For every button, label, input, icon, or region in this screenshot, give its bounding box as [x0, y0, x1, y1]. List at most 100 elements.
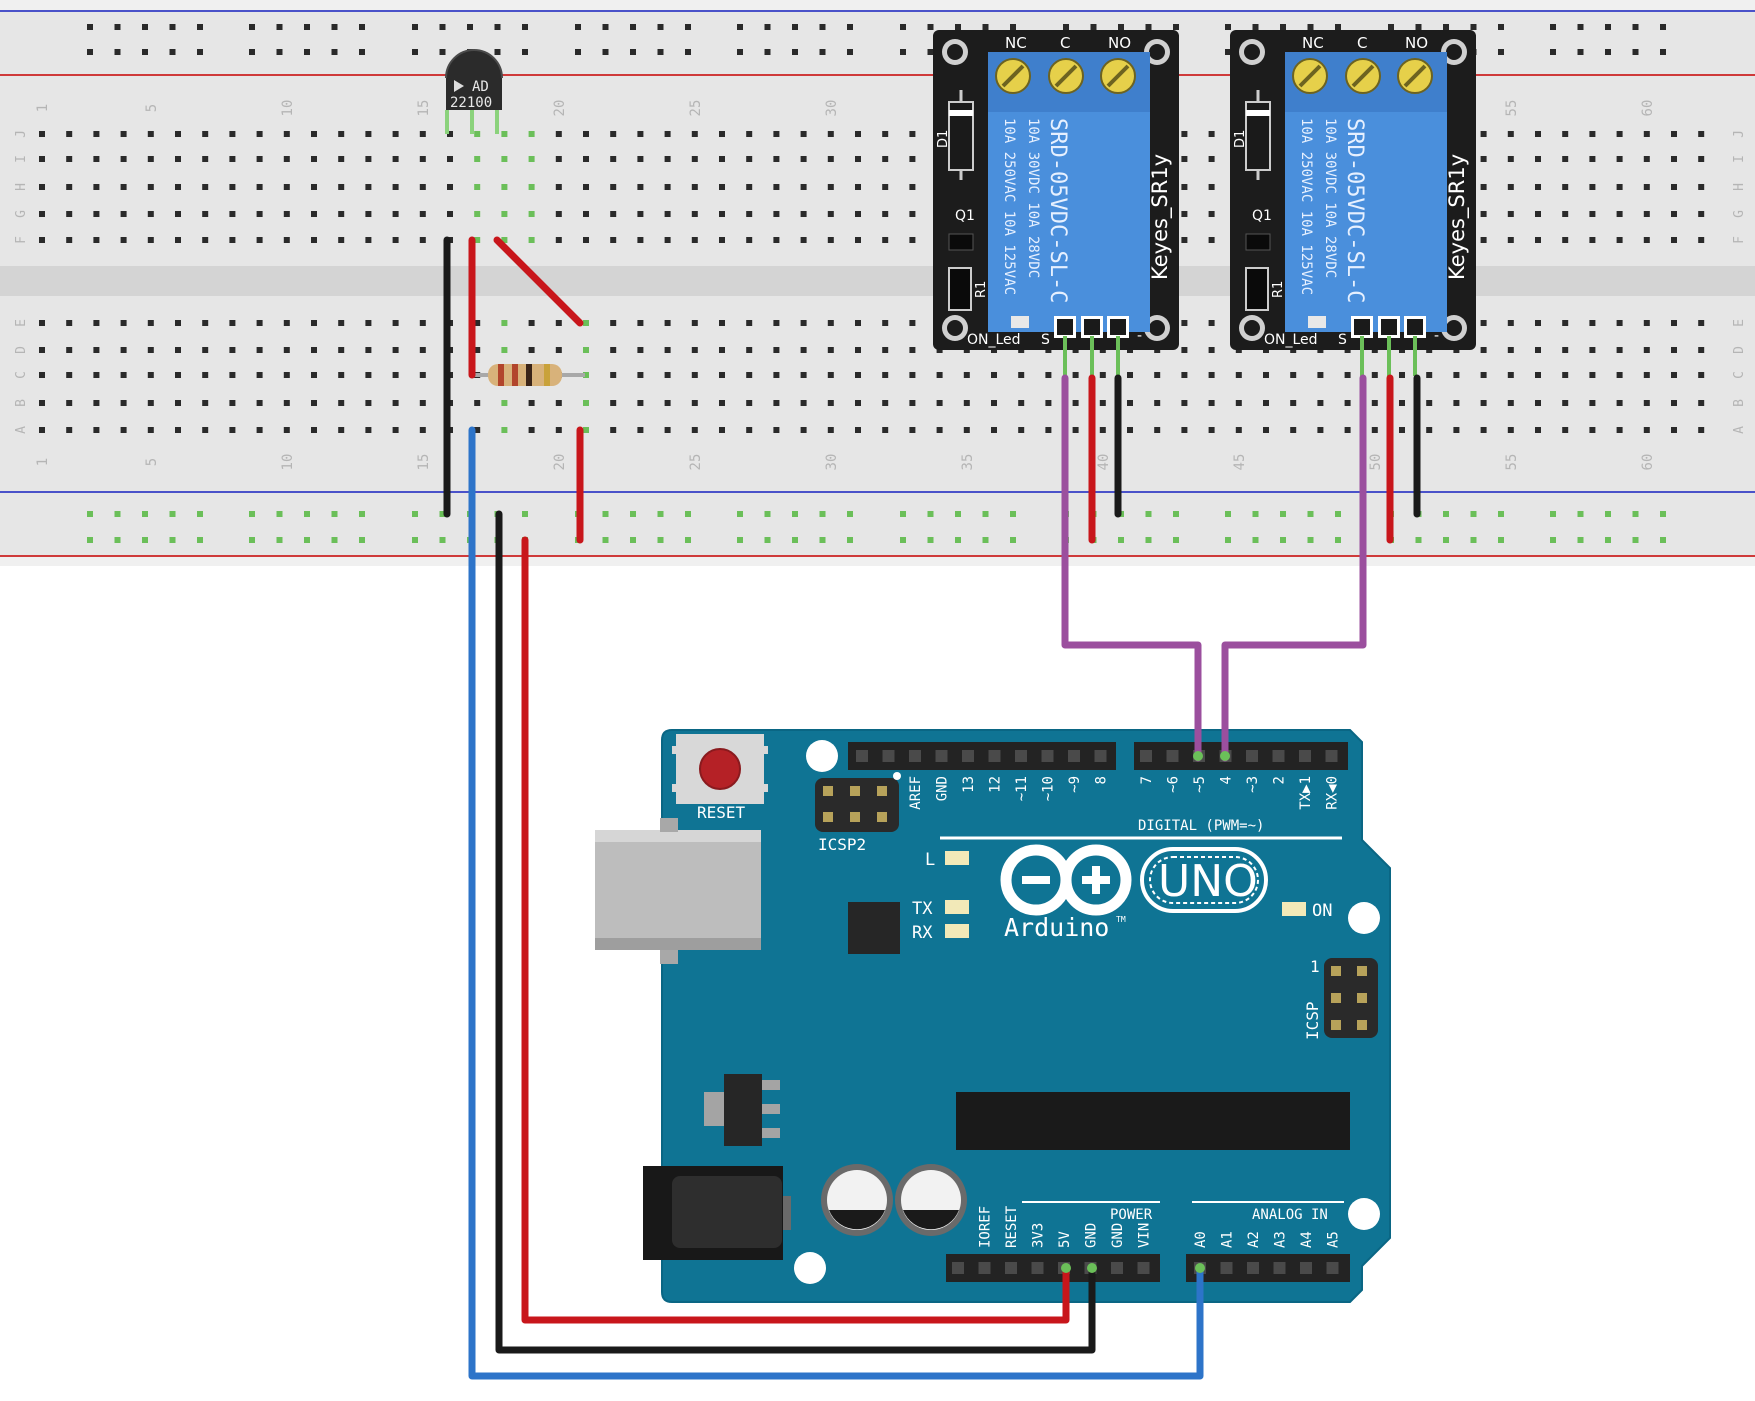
breadboard-hole: [1507, 372, 1514, 378]
breadboard-hole: [256, 427, 263, 433]
rail-hole: [1498, 24, 1504, 30]
breadboard-hole: [338, 347, 345, 353]
rail-hole: [819, 24, 826, 30]
breadboard-hole: [365, 320, 372, 326]
breadboard-hole: [1208, 237, 1215, 243]
rail-hole: [1225, 24, 1231, 30]
breadboard-hole: [855, 211, 861, 217]
breadboard-hole: [719, 372, 725, 378]
reset-button[interactable]: [699, 748, 741, 790]
row-letter: H: [1732, 183, 1747, 191]
breadboard-hole: [202, 347, 209, 353]
rail-hole: [657, 511, 664, 517]
breadboard-hole: [392, 156, 399, 162]
rail-hole: [1280, 24, 1286, 30]
breadboard-hole: [147, 211, 154, 217]
breadboard-hole: [746, 211, 753, 217]
breadboard-hole: [229, 347, 236, 353]
header-pin: [1137, 1262, 1150, 1274]
rail-hole: [1605, 537, 1611, 543]
rail-hole: [1498, 537, 1504, 543]
rail-hole: [900, 24, 906, 30]
breadboard-hole: [827, 427, 834, 433]
breadboard-hole: [1616, 427, 1623, 433]
breadboard-hole: [800, 400, 807, 406]
breadboard-hole: [93, 347, 100, 353]
breadboard-hole: [256, 237, 263, 243]
breadboard-hole: [311, 372, 317, 378]
rail-hole: [249, 537, 255, 543]
rail-hole: [1577, 537, 1584, 543]
breadboard-hole: [855, 184, 861, 190]
breadboard-hole: [66, 131, 73, 137]
rail-hole: [1335, 537, 1341, 543]
rail-hole: [114, 49, 121, 55]
breadboard-hole: [1426, 400, 1433, 406]
breadboard-hole: [1181, 400, 1188, 406]
breadboard-hole: [855, 237, 861, 243]
breadboard-hole: [1535, 347, 1541, 353]
rail-hole: [685, 537, 691, 543]
breadboard-hole: [1698, 156, 1705, 162]
breadboard-hole: [746, 156, 753, 162]
rail-hole: [467, 24, 473, 30]
rail-hole: [575, 49, 581, 55]
column-number: 15: [416, 100, 432, 117]
rail-hole: [602, 537, 609, 543]
relay-on-led-label: ON_Led: [967, 332, 1021, 348]
breadboard-hole: [800, 372, 807, 378]
breadboard-hole: [746, 372, 753, 378]
rail-hole: [276, 537, 283, 543]
rail-hole: [1225, 511, 1231, 517]
rail-hole: [494, 24, 501, 30]
digital-pin-label: AREF: [908, 776, 924, 810]
digital-pin-label: ~10: [1041, 776, 1057, 801]
column-number: 10: [280, 100, 296, 117]
breadboard-hole: [1698, 211, 1705, 217]
rail-hole: [1252, 537, 1259, 543]
breadboard-hole: [1507, 237, 1514, 243]
breadboard-hole: [909, 156, 916, 162]
breadboard-hole: [1507, 400, 1514, 406]
breadboard-hole: [827, 347, 834, 353]
analog-pin-label: A1: [1220, 1231, 1236, 1248]
breadboard-hole: [311, 156, 317, 162]
breadboard-hole: [528, 320, 535, 326]
header-pin: [882, 750, 895, 762]
breadboard-hole: [283, 131, 290, 137]
rail-hole: [685, 24, 691, 30]
breadboard-hole: [120, 400, 127, 406]
breadboard-hole: [909, 372, 916, 378]
rail-hole: [1498, 511, 1504, 517]
breadboard-hole: [1562, 320, 1569, 326]
breadboard-hole: [1507, 184, 1514, 190]
header-pin: [1273, 1262, 1286, 1274]
breadboard-hole: [338, 320, 345, 326]
breadboard-hole: [583, 184, 589, 190]
breadboard-hole: [229, 237, 236, 243]
breadboard-hole: [1154, 427, 1161, 433]
rail-hole: [412, 537, 418, 543]
breadboard-hole: [1208, 320, 1215, 326]
breadboard-hole: [1589, 320, 1596, 326]
breadboard-hole: [1698, 400, 1705, 406]
breadboard-hole: [474, 237, 481, 243]
breadboard-hole: [1643, 211, 1650, 217]
led-tx-label: TX: [912, 899, 933, 919]
rail-hole: [522, 24, 528, 30]
breadboard-hole: [664, 156, 671, 162]
breadboard-hole: [365, 184, 372, 190]
breadboard-hole: [1671, 347, 1677, 353]
header-pin: [1068, 750, 1080, 762]
row-letter: E: [1732, 319, 1747, 327]
breadboard-hole: [746, 184, 753, 190]
rail-hole: [1118, 24, 1124, 30]
breadboard-hole: [338, 372, 345, 378]
rail-hole: [1470, 24, 1477, 30]
rail-hole: [1335, 511, 1341, 517]
header-pin: [962, 750, 974, 762]
temperature-sensor: AD 22100: [445, 49, 503, 134]
digital-pin-label: ~9: [1067, 776, 1083, 793]
breadboard-hole: [66, 184, 73, 190]
wire-5v-red: [521, 536, 1070, 1324]
